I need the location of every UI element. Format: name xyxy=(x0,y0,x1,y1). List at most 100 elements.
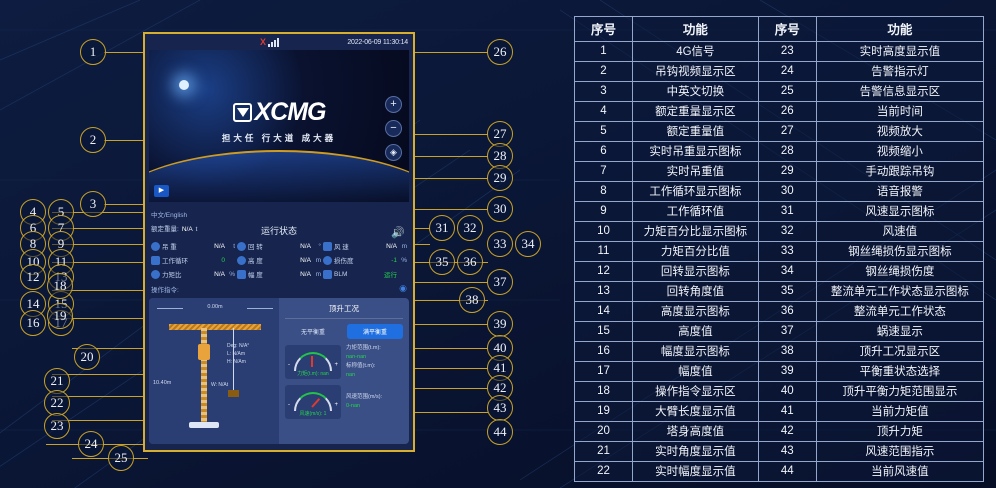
wind-range-label: 风速范围(m/s): xyxy=(346,394,383,400)
cell-function: 视频缩小 xyxy=(815,141,985,162)
status-value: N/A xyxy=(300,270,311,278)
lower-panel: 0.00m 10.40m Deg: N/A° L: N/Am H: N/Am W… xyxy=(149,298,409,444)
status-item-rotation: 回 转 N/A ° xyxy=(237,241,321,251)
callout-35: 35 xyxy=(429,249,455,275)
cell-function: 大臂长度显示值 xyxy=(632,401,759,422)
header-index-2: 序号 xyxy=(757,16,817,42)
rotation-icon xyxy=(237,241,246,251)
cell-index: 34 xyxy=(757,261,817,282)
leader-line xyxy=(410,209,488,210)
alarm-light-icon xyxy=(151,450,161,452)
callout-31: 31 xyxy=(429,215,455,241)
leader-line xyxy=(104,204,148,205)
cell-function: 实时吊重值 xyxy=(632,161,759,182)
callout-27: 27 xyxy=(487,121,513,147)
callout-29: 29 xyxy=(487,165,513,191)
callout-36: 36 xyxy=(457,249,483,275)
callout-19: 19 xyxy=(47,303,73,329)
leader-line xyxy=(410,368,488,369)
leader-line xyxy=(52,262,148,263)
cell-index: 16 xyxy=(574,341,633,362)
alarm-message: N/A xyxy=(165,452,177,453)
crane-top-dimension: 0.00m xyxy=(157,304,273,310)
callout-24: 24 xyxy=(78,431,104,457)
callout-28: 28 xyxy=(487,143,513,169)
crane-left-dimension: 10.40m xyxy=(153,380,172,386)
cell-function: 蜗速显示 xyxy=(815,321,985,342)
status-item-blm: BLM 运行 xyxy=(323,269,407,279)
cell-index: 36 xyxy=(757,301,817,322)
lens-flare xyxy=(179,80,189,90)
language-row: 中文/English xyxy=(145,202,413,222)
status-grid: 吊 重 N/A t 回 转 N/A ° 风 速 N/A m 工作循环 0 xyxy=(145,237,413,281)
callout-18: 18 xyxy=(47,273,73,299)
cell-function: 4G信号 xyxy=(632,41,759,62)
torque-gauge-label: 力矩(t.m): nan xyxy=(297,371,329,377)
leader-line xyxy=(410,134,488,135)
callout-20: 20 xyxy=(74,344,100,370)
status-item-height: 高 度 N/A m xyxy=(237,255,321,265)
no-counterweight-button[interactable]: 无平衡重 xyxy=(300,330,325,336)
cell-index: 39 xyxy=(757,361,817,382)
wind-gauge-row: - + 风速(m/s): 1 风速范围(m/s): 0-nan xyxy=(285,385,403,419)
manual-hook-tracking-button[interactable]: ◈ xyxy=(385,144,402,161)
crane-schematic: 0.00m 10.40m Deg: N/A° L: N/Am H: N/Am W… xyxy=(149,298,279,444)
operation-command-area: 操作指令: ◉ xyxy=(145,281,413,294)
hook-video-area[interactable]: XCMG 担大任 行大道 成大器 ▶ + − ◈ xyxy=(149,50,409,202)
status-label: 高 度 xyxy=(248,258,263,265)
language-toggle[interactable]: 中文/English xyxy=(151,212,188,219)
video-zoom-out-button[interactable]: − xyxy=(385,120,402,137)
cell-function: 风速范围指示 xyxy=(815,441,985,462)
callout-16: 16 xyxy=(20,310,46,336)
status-value: N/A xyxy=(300,242,311,250)
leader-line xyxy=(104,140,148,141)
divider xyxy=(285,318,403,319)
wind-gauge-label: 风速(m/s): 1 xyxy=(299,411,327,417)
torque-icon xyxy=(151,269,160,279)
status-item-torque-ratio: 力矩比 N/A % xyxy=(151,269,235,279)
blm-icon xyxy=(323,269,332,279)
leader-line xyxy=(410,52,488,53)
cell-index: 29 xyxy=(757,161,817,182)
cell-index: 13 xyxy=(574,281,633,302)
cell-index: 5 xyxy=(574,121,633,142)
torque-info: 力矩范围(t.m): nan-nan 标称值(t.m): nan xyxy=(346,344,381,380)
cell-index: 25 xyxy=(757,81,817,102)
leader-line xyxy=(104,52,148,53)
status-label: 工作循环 xyxy=(162,258,188,265)
status-value: N/A xyxy=(300,256,311,264)
cell-index: 17 xyxy=(574,361,633,382)
wind-speed-gauge: - + 风速(m/s): 1 xyxy=(285,385,341,419)
cell-index: 18 xyxy=(574,381,633,402)
full-counterweight-button[interactable]: 满平衡重 xyxy=(347,324,403,339)
video-zoom-in-button[interactable]: + xyxy=(385,96,402,113)
crane-spec-length: L: N/Am xyxy=(227,351,246,357)
gauge-max-label: + xyxy=(334,402,338,408)
leader-line xyxy=(410,300,488,301)
cell-index: 20 xyxy=(574,421,633,442)
status-value: N/A xyxy=(386,242,397,250)
cell-function: 视频放大 xyxy=(815,121,985,142)
cell-index: 10 xyxy=(574,221,633,242)
eye-icon[interactable]: ◉ xyxy=(399,283,407,293)
cell-function: 高度值 xyxy=(632,321,759,342)
leader-line xyxy=(52,420,148,421)
speaker-icon[interactable]: 🔊 xyxy=(391,227,405,239)
callout-3: 3 xyxy=(80,191,106,217)
status-value: N/A xyxy=(214,242,225,250)
leader-line xyxy=(410,388,488,389)
crane-spec-height: H: N/Am xyxy=(227,359,246,365)
cell-index: 9 xyxy=(574,201,633,222)
torque-gauge: - + 力矩(t.m): nan xyxy=(285,345,341,379)
torque-nominal-label: 标称值(t.m): xyxy=(346,363,376,369)
status-unit: ° xyxy=(318,242,321,250)
torque-range-label: 力矩范围(t.m): xyxy=(346,345,381,351)
cell-function: 当前时间 xyxy=(815,101,985,122)
leader-line xyxy=(410,348,488,349)
amplitude-icon xyxy=(237,269,246,279)
